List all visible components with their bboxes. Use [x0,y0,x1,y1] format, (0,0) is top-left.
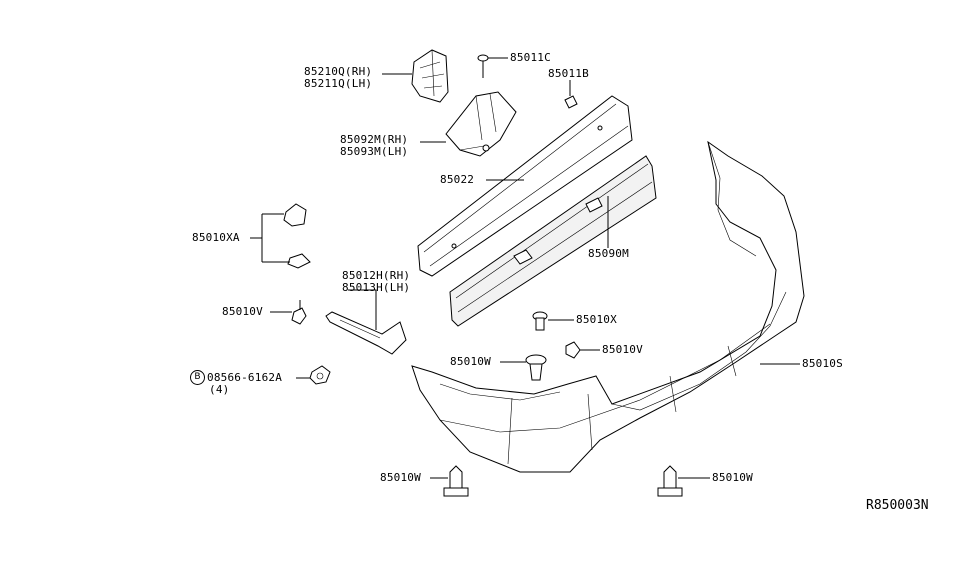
label-85092m: 85092M(RH) 85093M(LH) [340,134,408,158]
label-85011b: 85011B [548,68,589,80]
label-line: 85013H(LH) [342,281,411,294]
bumper-fascia-85010s-part [411,140,805,473]
label-85010w-mid: 85010W [450,356,491,368]
label-line: 85011C [510,51,551,64]
label-85011c: 85011C [510,52,551,64]
clip-85010w-lowright-part [657,465,683,497]
absorber-85090m-part [449,155,657,327]
label-line: 85010X [576,313,617,326]
reference-code: R850003N [866,498,929,513]
clip-85010w-lowleft-part [443,465,469,497]
bracket-85092m-part [445,91,517,157]
label-line: 85210Q(RH) [304,65,373,78]
label-08566: 08566-6162A (4) [207,372,282,396]
label-line: 85010XA [192,231,240,244]
bracket-85210q-part [411,49,449,103]
label-line: 85211Q(LH) [304,77,373,90]
label-line: 08566-6162A [207,371,283,384]
label-line: 85011B [548,67,589,80]
reinforcement-85022-part [417,95,633,277]
clip-85010x-part [532,311,548,331]
label-85010xa: 85010XA [192,232,240,244]
clip-85010v-right-part [565,341,581,359]
label-line: 85012H(RH) [342,269,411,282]
label-85010v-left: 85010V [222,306,263,318]
clip-85010w-mid-part [525,354,547,381]
label-85210q: 85210Q(RH) 85211Q(LH) [304,66,372,90]
label-85010w-lowleft: 85010W [380,472,421,484]
bracket-85012h-part [325,311,407,355]
label-85010v-right: 85010V [602,344,643,356]
label-85012h: 85012H(RH) 85013H(LH) [342,270,410,294]
label-85010s: 85010S [802,358,843,370]
label-line: 85010S [802,357,843,370]
label-line: 85010V [222,305,263,318]
label-85022: 85022 [440,174,474,186]
bolt-symbol: B [190,370,205,385]
screw-08566-part [309,365,331,385]
label-line: (4) [209,383,230,396]
label-85090m: 85090M [588,248,629,260]
label-line: 85090M [588,247,629,260]
screw-85011c-part [477,54,489,78]
label-85010x: 85010X [576,314,617,326]
label-line: 85010W [450,355,491,368]
nut-85011b-part [564,95,578,109]
label-85010w-lowright: 85010W [712,472,753,484]
clip-85010xa-part [283,203,311,269]
clip-85010v-left-part [291,300,307,325]
label-line: 85010W [712,471,753,484]
label-line: 85093M(LH) [340,145,409,158]
label-line: 85022 [440,173,475,186]
label-line: 85010W [380,471,421,484]
label-line: 85092M(RH) [340,133,409,146]
label-line: 85010V [602,343,643,356]
